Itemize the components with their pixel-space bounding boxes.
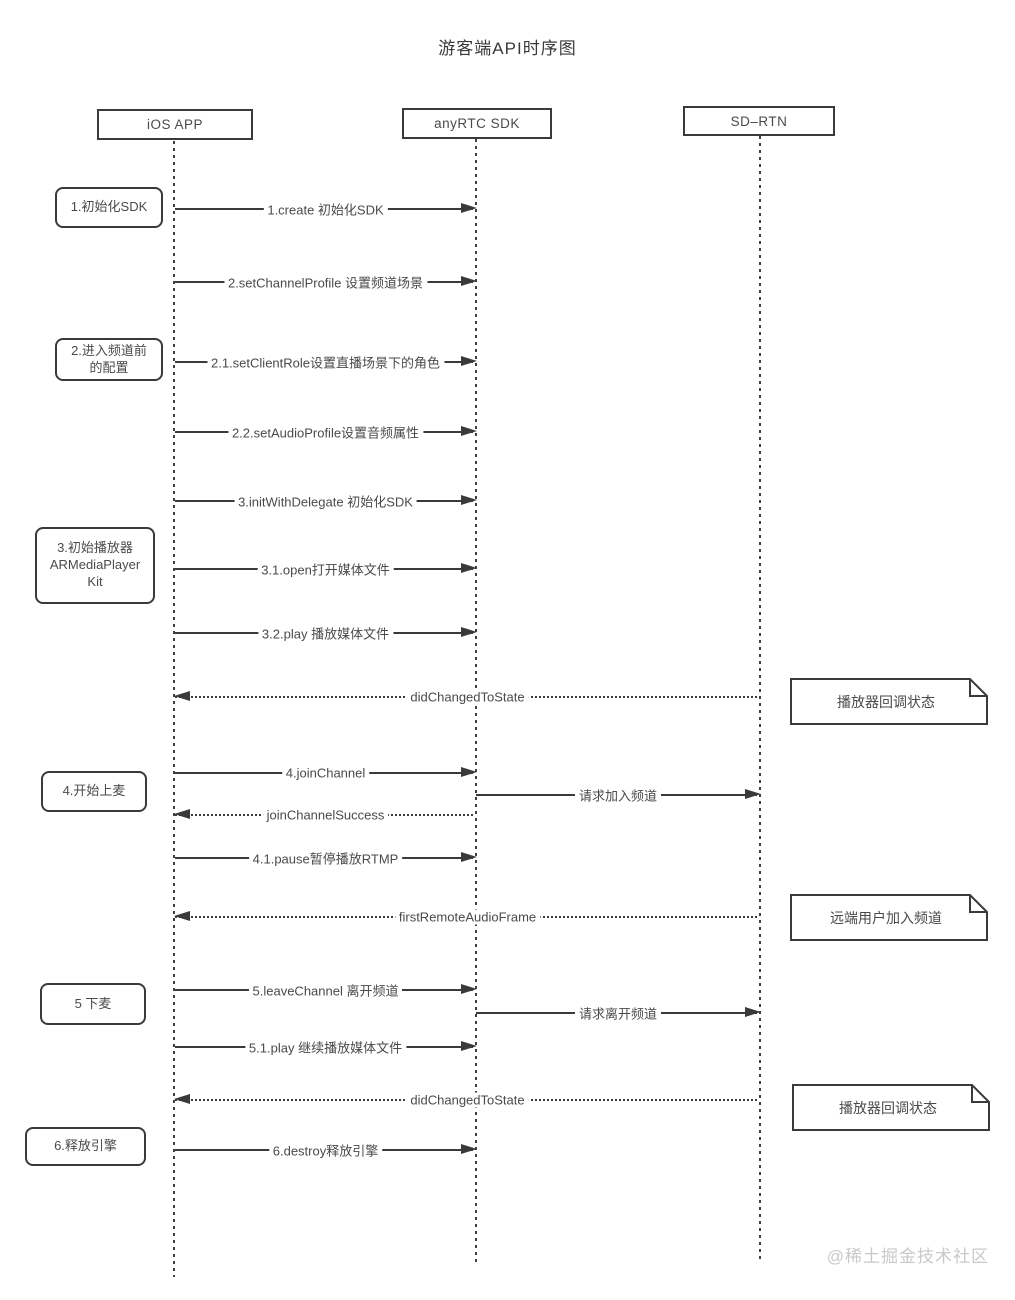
note-player-callback-state-2: 播放器回调状态 (792, 1084, 990, 1131)
arrowhead-left-icon (174, 911, 190, 921)
arrowhead-right-icon (745, 1007, 761, 1017)
note-remote-user-joined: 远端用户加入频道 (790, 894, 988, 941)
step-init-sdk: 1.初始化SDK (55, 187, 163, 228)
arrowhead-left-icon (174, 691, 190, 701)
lifeline-sd-rtn (759, 136, 761, 1260)
arrowhead-right-icon (461, 563, 477, 573)
message-label: 2.1.setClientRole设置直播场景下的角色 (207, 352, 444, 372)
diagram-title: 游客端API时序图 (438, 39, 577, 58)
arrowhead-right-icon (461, 356, 477, 366)
message-label: firstRemoteAudioFrame (394, 909, 541, 925)
actor-label: anyRTC SDK (434, 116, 520, 131)
note-shape-icon (790, 894, 988, 941)
actor-anyrtc-sdk: anyRTC SDK (402, 108, 552, 139)
actor-label: iOS APP (146, 117, 204, 132)
message-label: 3.2.play 播放媒体文件 (257, 623, 394, 643)
message-label: 5.1.play 继续播放媒体文件 (244, 1037, 407, 1057)
lifeline-ios-app (173, 141, 175, 1277)
arrowhead-right-icon (745, 789, 761, 799)
message-label: didChangedToState (406, 1092, 529, 1108)
note-label: 播放器回调状态 (837, 693, 935, 710)
message-label: joinChannelSuccess (262, 807, 389, 823)
arrowhead-right-icon (461, 1144, 477, 1154)
watermark: @稀土掘金技术社区 (826, 1247, 989, 1266)
step-init-player: 3.初始播放器 ARMediaPlayer Kit (35, 527, 155, 604)
actor-sd-rtn: SD–RTN (683, 106, 835, 136)
message-label: 3.1.open打开媒体文件 (257, 559, 394, 579)
step-pre-join-config: 2.进入频道前 的配置 (55, 338, 163, 381)
step-label: 3.初始播放器 ARMediaPlayer Kit (49, 540, 141, 589)
arrowhead-right-icon (461, 276, 477, 286)
step-release-engine: 6.释放引擎 (25, 1127, 146, 1166)
step-label: 4.开始上麦 (62, 783, 126, 799)
message-label: 2.2.setAudioProfile设置音频属性 (227, 422, 424, 442)
arrowhead-right-icon (461, 767, 477, 777)
arrowhead-right-icon (461, 426, 477, 436)
note-label: 远端用户加入频道 (830, 909, 942, 926)
message-label: 请求离开频道 (574, 1003, 662, 1023)
arrowhead-left-icon (174, 1094, 190, 1104)
arrowhead-right-icon (461, 852, 477, 862)
message-label: 3.initWithDelegate 初始化SDK (234, 491, 417, 511)
step-start-mic: 4.开始上麦 (41, 771, 147, 812)
arrowhead-right-icon (461, 984, 477, 994)
message-label: 1.create 初始化SDK (263, 199, 388, 219)
message-label: 5.leaveChannel 离开频道 (248, 980, 403, 1000)
note-player-callback-state-1: 播放器回调状态 (790, 678, 988, 725)
step-label: 6.释放引擎 (54, 1138, 117, 1154)
step-label: 2.进入频道前 的配置 (71, 342, 147, 375)
arrowhead-right-icon (461, 1041, 477, 1051)
actor-label: SD–RTN (730, 113, 788, 129)
step-label: 5 下麦 (74, 995, 112, 1011)
message-label: 请求加入频道 (574, 785, 662, 805)
message-label: didChangedToState (406, 689, 529, 705)
step-label: 1.初始化SDK (70, 199, 148, 215)
arrowhead-right-icon (461, 203, 477, 213)
actor-ios-app: iOS APP (97, 109, 253, 140)
message-label: 2.setChannelProfile 设置频道场景 (223, 272, 428, 292)
message-label: 4.joinChannel (281, 765, 370, 781)
note-shape-icon (790, 678, 988, 725)
arrowhead-right-icon (461, 627, 477, 637)
arrowhead-right-icon (461, 495, 477, 505)
message-label: 4.1.pause暂停播放RTMP (248, 848, 403, 868)
step-stop-mic: 5 下麦 (40, 983, 146, 1025)
arrowhead-left-icon (174, 809, 190, 819)
note-label: 播放器回调状态 (839, 1099, 937, 1116)
message-label: 6.destroy释放引擎 (268, 1140, 383, 1160)
note-shape-icon (792, 1084, 990, 1131)
